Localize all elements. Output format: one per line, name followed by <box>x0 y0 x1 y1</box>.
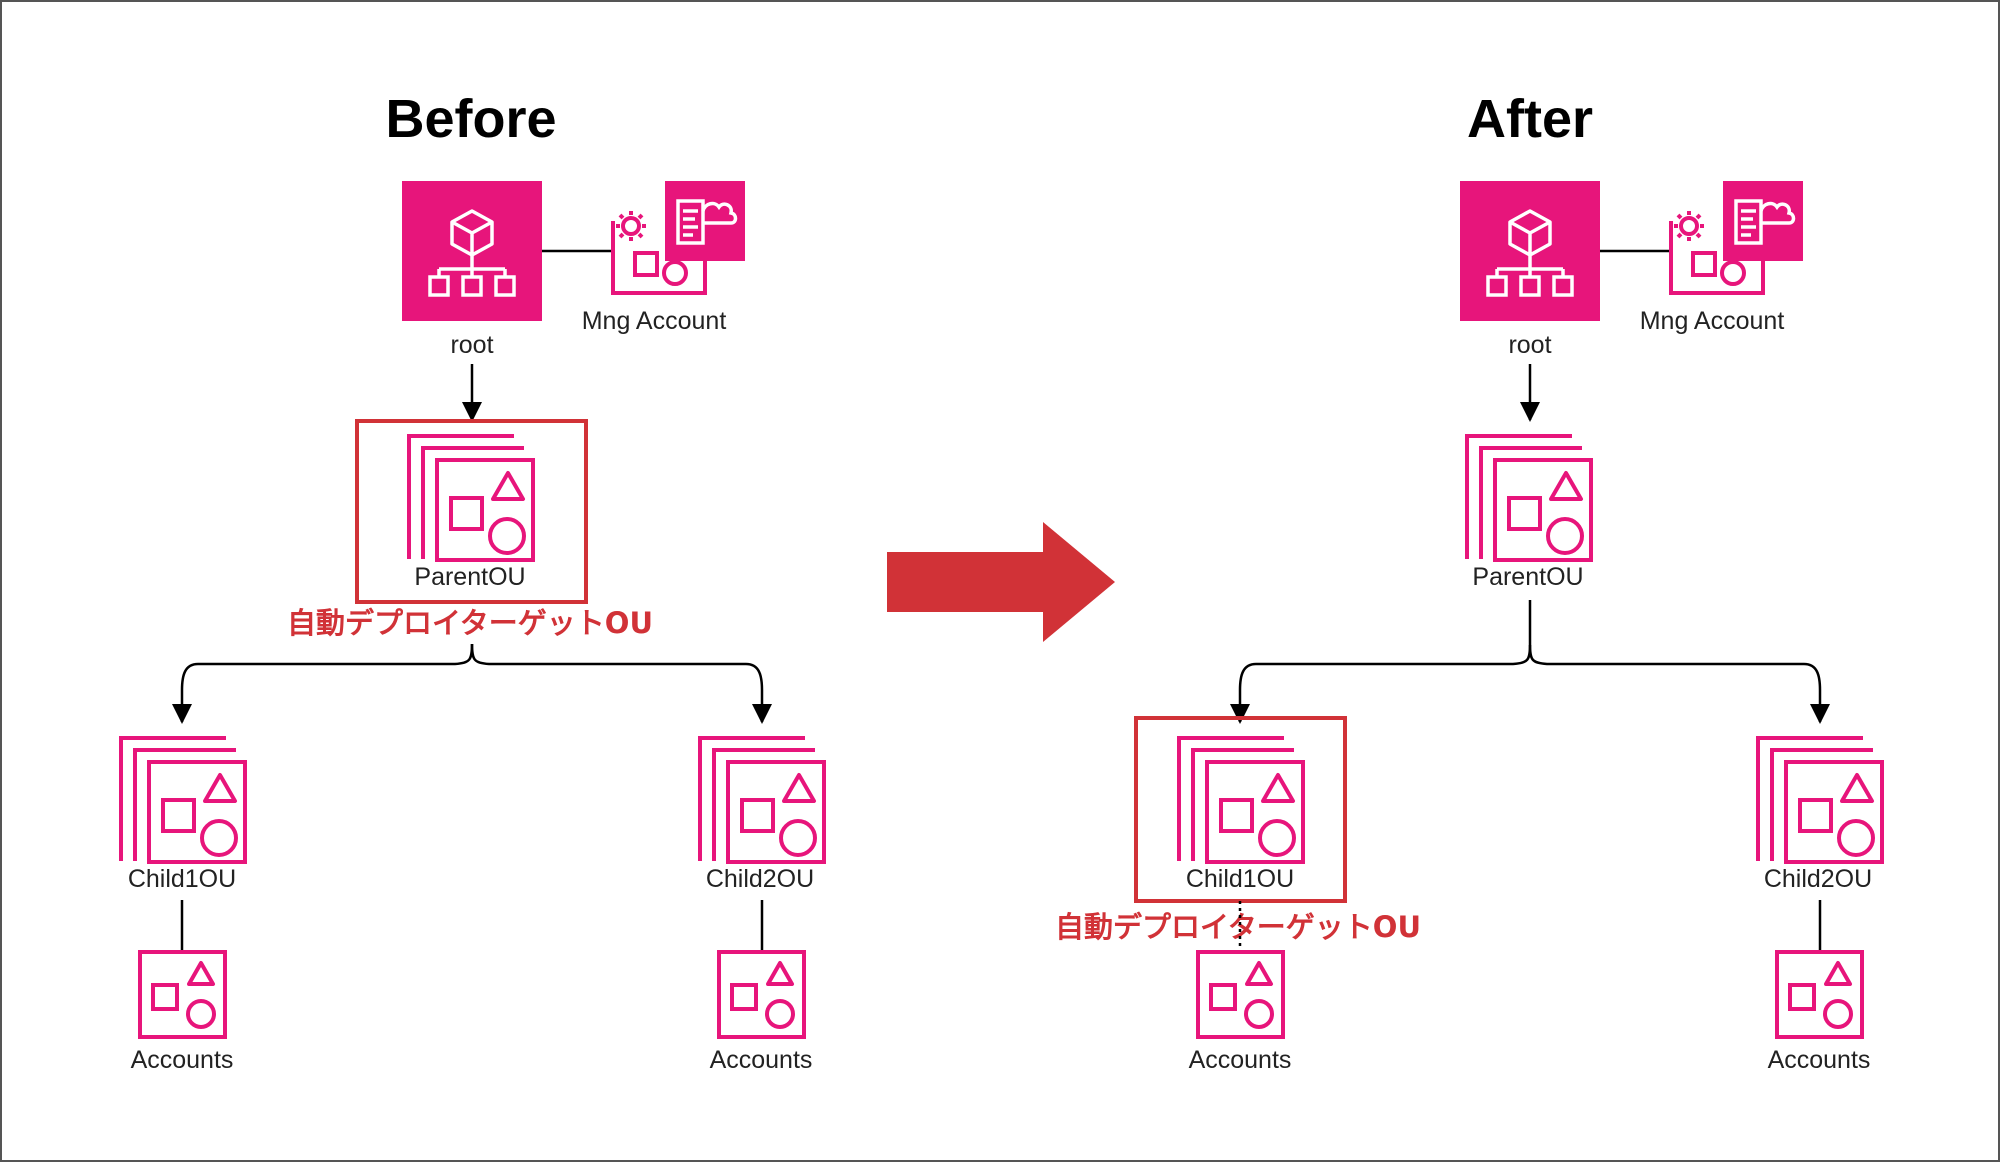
before-child1-ou-icon <box>119 736 247 864</box>
before-target-highlight <box>355 419 588 604</box>
before-mng-account-label: Mng Account <box>582 307 727 335</box>
after-mng-account-label: Mng Account <box>1640 307 1785 335</box>
after-accounts1-icon <box>1196 950 1285 1039</box>
before-parent-ou-label: ParentOU <box>414 563 525 591</box>
before-root-label: root <box>450 331 493 359</box>
after-child2-ou-icon <box>1756 736 1884 864</box>
before-parent-child1-edge <box>172 643 474 724</box>
after-accounts2-label: Accounts <box>1768 1046 1871 1074</box>
before-parent-child2-edge <box>470 643 772 724</box>
after-parent-child2-edge <box>1528 644 1830 724</box>
after-target-callout: 自動デプロイターゲットOU <box>1055 910 1421 944</box>
before-child2-ou-icon <box>698 736 826 864</box>
before-accounts1-icon <box>138 950 227 1039</box>
after-child1-ou-label: Child1OU <box>1186 865 1294 893</box>
after-parent-child1-edge <box>1230 600 1532 724</box>
after-accounts1-label: Accounts <box>1189 1046 1292 1074</box>
after-parent-ou-icon <box>1465 434 1593 562</box>
after-root-label: root <box>1508 331 1551 359</box>
right-arrow-icon <box>887 522 1115 642</box>
after-accounts2-icon <box>1775 950 1864 1039</box>
before-target-callout: 自動デプロイターゲットOU <box>287 606 653 640</box>
after-child2-ou-label: Child2OU <box>1764 865 1872 893</box>
before-parent-ou-icon <box>407 434 535 562</box>
before-heading: Before <box>385 89 556 149</box>
before-child2-ou-label: Child2OU <box>706 865 814 893</box>
after-child1-ou-icon <box>1177 736 1305 864</box>
before-accounts2-icon <box>717 950 806 1039</box>
before-accounts2-label: Accounts <box>710 1046 813 1074</box>
after-mng-account-icon <box>1669 179 1805 295</box>
before-mng-account-icon <box>611 179 747 295</box>
before-root-icon <box>400 179 544 323</box>
before-child1-ou-label: Child1OU <box>128 865 236 893</box>
after-parent-ou-label: ParentOU <box>1472 563 1583 591</box>
after-heading: After <box>1467 89 1593 149</box>
after-root-icon <box>1458 179 1602 323</box>
after-panel: After root Mng Account ParentOU Child1OU… <box>1055 89 1884 1074</box>
before-panel: Before root Mng Account ParentOU 自動デプロイタ… <box>119 89 826 1074</box>
before-accounts1-label: Accounts <box>131 1046 234 1074</box>
